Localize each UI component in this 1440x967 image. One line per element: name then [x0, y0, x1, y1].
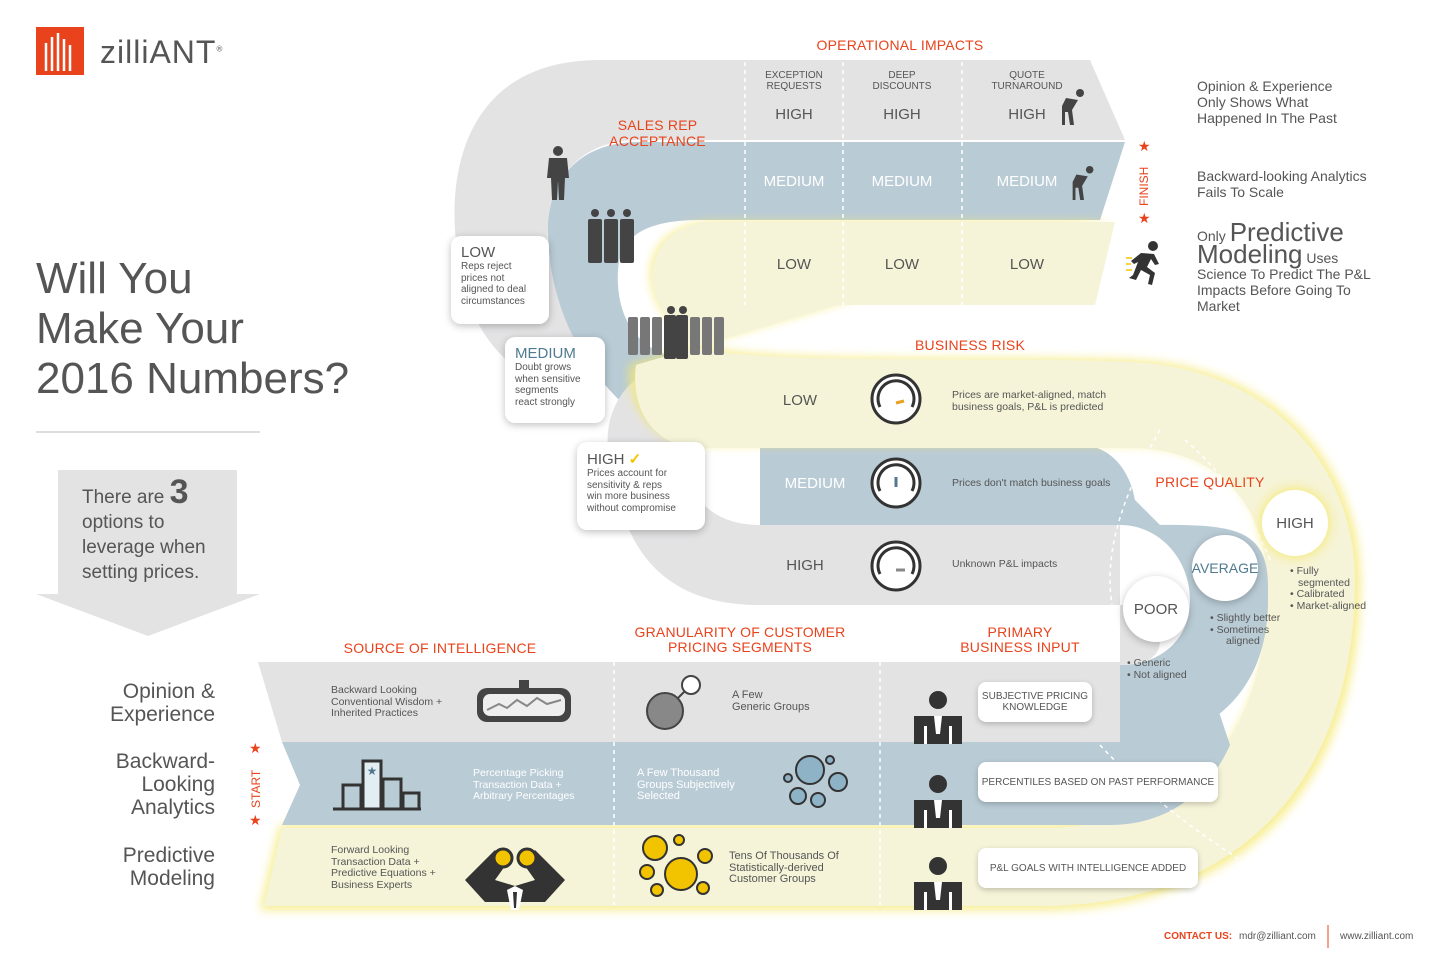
bottom-gray-row: [258, 662, 1120, 742]
mid-gray-band: [607, 360, 1120, 605]
business-person-icon-2: [914, 775, 962, 828]
quality-average-circle: AVERAGE: [1192, 535, 1258, 601]
svg-text:★: ★: [367, 764, 378, 778]
contact-label: CONTACT US:: [1164, 931, 1233, 942]
risk-medium: MEDIUM: [784, 475, 846, 492]
op-med-1: MEDIUM: [763, 173, 825, 190]
check-icon: ✓: [628, 451, 642, 468]
quality-high-circle: HIGH: [1262, 490, 1328, 556]
brand-name: zilliANT®: [100, 34, 224, 70]
thousand-groups-icon: [783, 755, 848, 808]
contact-web[interactable]: www.zilliant.com: [1340, 931, 1414, 942]
finish-label: FINISH: [1137, 166, 1151, 206]
op-low-2: LOW: [884, 256, 920, 273]
primary-input-cutout: [1000, 608, 1120, 658]
bar-chart-icon: ★: [333, 759, 421, 811]
few-groups-icon: [646, 675, 701, 730]
risk-high-desc: Unknown P&L impacts: [952, 558, 1058, 570]
business-risk-title: BUSINESS RISK: [915, 337, 1025, 353]
op-high-1: HIGH: [775, 106, 813, 123]
risk-high: HIGH: [786, 557, 824, 574]
start-label: START: [249, 769, 263, 808]
op-med-3: MEDIUM: [996, 173, 1058, 190]
input-percentiles-bubble: PERCENTILES BASED ON PAST PERFORMANCE: [978, 762, 1218, 802]
input-pl-goals-bubble: P&L GOALS WITH INTELLIGENCE ADDED: [978, 848, 1198, 888]
bent-person-icon: [1072, 165, 1094, 201]
top-yellow-row: [676, 222, 1115, 305]
stressed-person-icon: [1062, 89, 1084, 125]
op-med-2: MEDIUM: [871, 173, 933, 190]
rearview-mirror-icon: [477, 680, 571, 722]
operational-impacts-title: OPERATIONAL IMPACTS: [816, 37, 984, 53]
business-person-icon-3: [914, 857, 962, 910]
price-quality-title: PRICE QUALITY: [1155, 474, 1265, 490]
start-star-top-icon: ★: [249, 740, 262, 756]
quality-poor-circle: POOR: [1123, 576, 1189, 642]
row-label-opinion: Opinion &Experience: [109, 680, 215, 726]
op-high-3: HIGH: [1008, 106, 1046, 123]
op-high-2: HIGH: [883, 106, 921, 123]
start-star-bottom-icon: ★: [249, 812, 262, 828]
op-low-1: LOW: [776, 256, 812, 273]
risk-medium-desc: Prices don't match business goals: [952, 477, 1111, 489]
running-person-icon: [1126, 241, 1159, 285]
op-low-3: LOW: [1009, 256, 1045, 273]
source-intelligence-title: SOURCE OF INTELLIGENCE: [343, 640, 537, 656]
finish-star-top-icon: ★: [1138, 138, 1151, 154]
finish-star-bottom-icon: ★: [1138, 210, 1151, 226]
single-person-icon: [547, 146, 569, 200]
mid-blue-band: [760, 445, 1160, 525]
options-arrow-shape: [36, 470, 260, 636]
group-people-icon: [588, 209, 634, 263]
zilliant-logo-icon: [36, 27, 84, 75]
contact-email[interactable]: mdr@zilliant.com: [1239, 931, 1316, 942]
gauge-high-icon: [870, 540, 922, 592]
tens-thousands-groups-icon: [639, 834, 713, 897]
risk-low: LOW: [782, 392, 818, 409]
gauge-low-icon: [870, 373, 922, 425]
binoculars-person-icon: [465, 847, 565, 910]
business-person-icon-1: [914, 691, 962, 744]
yellow-band: [264, 222, 1355, 906]
note-predictive: Only Predictive Modeling Uses Science To…: [1197, 217, 1371, 314]
gauge-medium-icon: [870, 457, 922, 509]
crowd-people-icon: [628, 306, 724, 359]
sales-rep-title: SALES REP ACCEPTANCE: [609, 117, 706, 149]
quality-poor-bullets: • Generic• Not aligned: [1127, 657, 1187, 681]
